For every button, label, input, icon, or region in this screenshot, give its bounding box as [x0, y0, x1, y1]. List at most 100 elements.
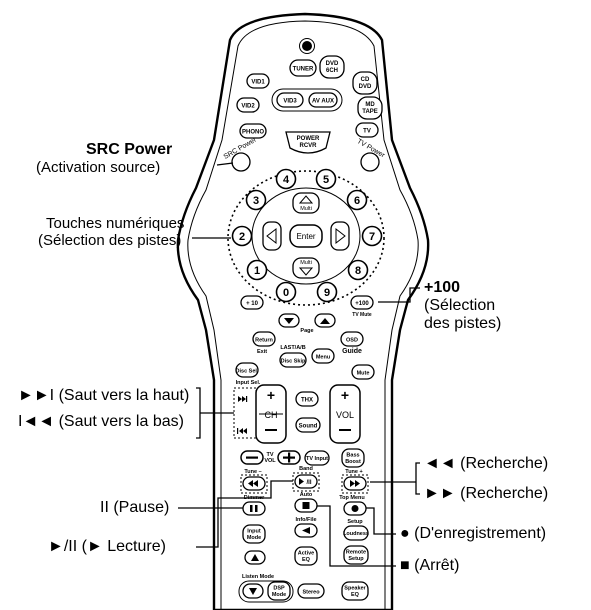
digit-6-label: 6 — [354, 195, 360, 207]
digit-3-label: 3 — [253, 195, 259, 207]
svg-text:OSD: OSD — [346, 338, 358, 344]
digit-4-label: 4 — [283, 174, 290, 186]
svg-text:Setup: Setup — [348, 556, 364, 562]
skip-bracket — [196, 388, 200, 438]
stop-label: ■ (Arrêt) — [400, 558, 459, 574]
ch-rocker[interactable]: + CH — [256, 385, 286, 443]
svg-text:Boost: Boost — [345, 459, 361, 465]
svg-text:Multi: Multi — [300, 260, 312, 266]
svg-text:VID3: VID3 — [283, 99, 297, 105]
svg-text:Bass: Bass — [346, 453, 359, 459]
svg-text:Setup: Setup — [347, 519, 363, 525]
skip-up-label: ►►I (Saut vers la haut) — [18, 388, 189, 404]
digit-7-label: 7 — [369, 231, 375, 243]
search-bracket — [416, 463, 420, 494]
svg-text:Remote: Remote — [346, 550, 366, 556]
ir-indicator — [302, 41, 312, 51]
dvd6ch-button[interactable] — [320, 56, 344, 78]
skip-down-label: I◄◄ (Saut vers la bas) — [18, 414, 184, 430]
left-button[interactable] — [263, 222, 281, 250]
svg-text:Mode: Mode — [272, 592, 286, 598]
plus100-title: +100 — [424, 280, 460, 296]
svg-text:Band: Band — [299, 466, 313, 472]
svg-text:DSP: DSP — [273, 586, 285, 592]
svg-text:LAST/A/B: LAST/A/B — [280, 345, 305, 351]
svg-text:6CH: 6CH — [326, 68, 338, 74]
svg-text:+100: +100 — [355, 301, 369, 307]
record-label: ● (D'enregistrement) — [400, 526, 546, 542]
svg-text:DVD: DVD — [326, 61, 339, 67]
svg-text:EQ: EQ — [351, 592, 360, 598]
plus100-line3: des pistes) — [424, 316, 501, 332]
svg-text:Guide: Guide — [342, 348, 362, 355]
numeric-keys-title: Touches numériques — [46, 216, 184, 232]
svg-text:+: + — [341, 387, 349, 403]
svg-text:TUNER: TUNER — [293, 67, 314, 73]
play-pause-label: ►/II (► Lecture) — [48, 539, 166, 555]
svg-text:Input Sel.: Input Sel. — [236, 380, 261, 386]
svg-text:TV Input: TV Input — [306, 456, 328, 462]
svg-text:Page: Page — [300, 328, 313, 334]
search-rewind-label: ◄◄ (Recherche) — [424, 456, 548, 472]
svg-text:Info/File: Info/File — [295, 517, 316, 523]
svg-text:/II: /II — [306, 480, 311, 486]
svg-text:PHONO: PHONO — [242, 130, 264, 136]
svg-text:Tune +: Tune + — [345, 469, 362, 475]
svg-text:Listen Mode: Listen Mode — [242, 574, 274, 580]
svg-text:DVD: DVD — [359, 84, 372, 90]
svg-text:Tune –: Tune – — [244, 469, 261, 475]
svg-text:Mode: Mode — [247, 535, 261, 541]
svg-text:THX: THX — [301, 398, 313, 404]
svg-text:+ 10: + 10 — [246, 301, 259, 307]
mdtape-button[interactable] — [358, 97, 382, 119]
svg-text:MD: MD — [365, 102, 375, 108]
vol-rocker[interactable]: + VOL — [330, 385, 360, 443]
svg-text:Disc Skip: Disc Skip — [281, 359, 306, 365]
svg-text:Menu: Menu — [316, 355, 330, 361]
svg-text:Top Menu: Top Menu — [339, 495, 365, 501]
numeric-keys-desc: (Sélection des pistes) — [38, 233, 181, 249]
digit-8-label: 8 — [355, 265, 361, 277]
src-power-desc: (Activation source) — [36, 160, 160, 176]
svg-text:TV: TV — [363, 129, 371, 135]
svg-text:Return: Return — [255, 338, 273, 344]
svg-text:Multi: Multi — [300, 206, 312, 212]
svg-text:Auto: Auto — [300, 492, 313, 498]
svg-text:Stereo: Stereo — [302, 590, 320, 596]
svg-text:POWER: POWER — [297, 136, 320, 142]
pause-label: II (Pause) — [100, 500, 169, 516]
svg-text:TV Mute: TV Mute — [352, 312, 372, 318]
svg-text:Enter: Enter — [296, 232, 315, 241]
right-button[interactable] — [331, 222, 349, 250]
svg-text:VID2: VID2 — [241, 104, 255, 110]
svg-text:AV AUX: AV AUX — [312, 99, 334, 105]
svg-text:Disc Sel.: Disc Sel. — [236, 369, 259, 375]
svg-text:CD: CD — [361, 77, 370, 83]
svg-text:EQ: EQ — [302, 557, 311, 563]
pause-button[interactable] — [243, 502, 265, 515]
svg-text:Exit: Exit — [257, 349, 267, 355]
svg-text:VOL: VOL — [336, 410, 354, 420]
cddvd-button[interactable] — [353, 72, 377, 94]
digit-9-label: 9 — [324, 287, 330, 299]
svg-text:VOL: VOL — [264, 458, 276, 464]
search-ff-label: ►► (Recherche) — [424, 486, 548, 502]
svg-text:VID1: VID1 — [251, 80, 265, 86]
digit-0-label: 0 — [283, 287, 289, 299]
src-power-title: SRC Power — [86, 142, 172, 158]
svg-text:CH: CH — [265, 410, 278, 420]
digit-5-label: 5 — [323, 174, 329, 186]
svg-text:Loudness: Loudness — [343, 531, 369, 537]
svg-text:RCVR: RCVR — [299, 143, 317, 149]
svg-text:Mute: Mute — [357, 371, 370, 377]
digit-2-label: 2 — [239, 231, 245, 243]
svg-text:Speaker: Speaker — [344, 586, 366, 592]
svg-text:Active: Active — [298, 551, 315, 557]
svg-text:TAPE: TAPE — [362, 109, 378, 115]
svg-text:Input: Input — [247, 529, 261, 535]
svg-text:+: + — [267, 387, 275, 403]
svg-text:Sound: Sound — [299, 424, 318, 430]
digit-1-label: 1 — [254, 265, 260, 277]
